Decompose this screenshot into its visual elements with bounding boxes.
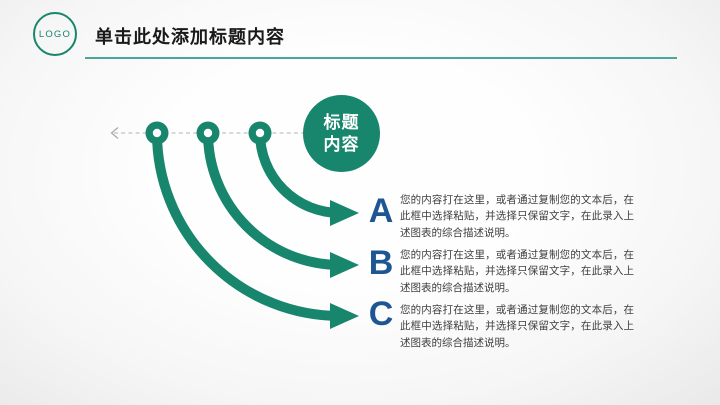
hub-circle[interactable]: 标题 内容: [303, 95, 380, 172]
arc-arrow-b: [203, 132, 341, 270]
item-letter-b[interactable]: B: [368, 244, 394, 282]
logo-text: LOGO: [38, 28, 72, 40]
hub-label-line2: 内容: [323, 134, 360, 154]
arc-arrow-c: [152, 132, 341, 321]
arrowhead-b-icon: [330, 252, 359, 278]
anchor-dot-a-hole: [255, 128, 265, 138]
dashed-line-arrow-icon: [110, 127, 119, 139]
hub-label-line1: 标题: [323, 113, 360, 133]
arrowhead-c-icon: [330, 303, 359, 329]
anchor-dot-b-hole: [203, 128, 213, 138]
anchor-dot-c-hole: [152, 128, 162, 138]
arc-arrow-a: [255, 132, 341, 218]
item-description-a[interactable]: 您的内容打在这里，或者通过复制您的文本后，在此框中选择粘贴，并选择只保留文字，在…: [400, 194, 634, 239]
item-letter-a[interactable]: A: [368, 192, 394, 230]
item-description-c[interactable]: 您的内容打在这里，或者通过复制您的文本后，在此框中选择粘贴，并选择只保留文字，在…: [400, 304, 634, 349]
item-description-b[interactable]: 您的内容打在这里，或者通过复制您的文本后，在此框中选择粘贴，并选择只保留文字，在…: [400, 249, 634, 294]
arrowhead-a-icon: [330, 200, 359, 226]
item-letter-c[interactable]: C: [368, 295, 394, 333]
page-title[interactable]: 单击此处添加标题内容: [95, 27, 285, 47]
logo-badge[interactable]: LOGO: [33, 12, 77, 56]
title-underline: [85, 57, 677, 59]
